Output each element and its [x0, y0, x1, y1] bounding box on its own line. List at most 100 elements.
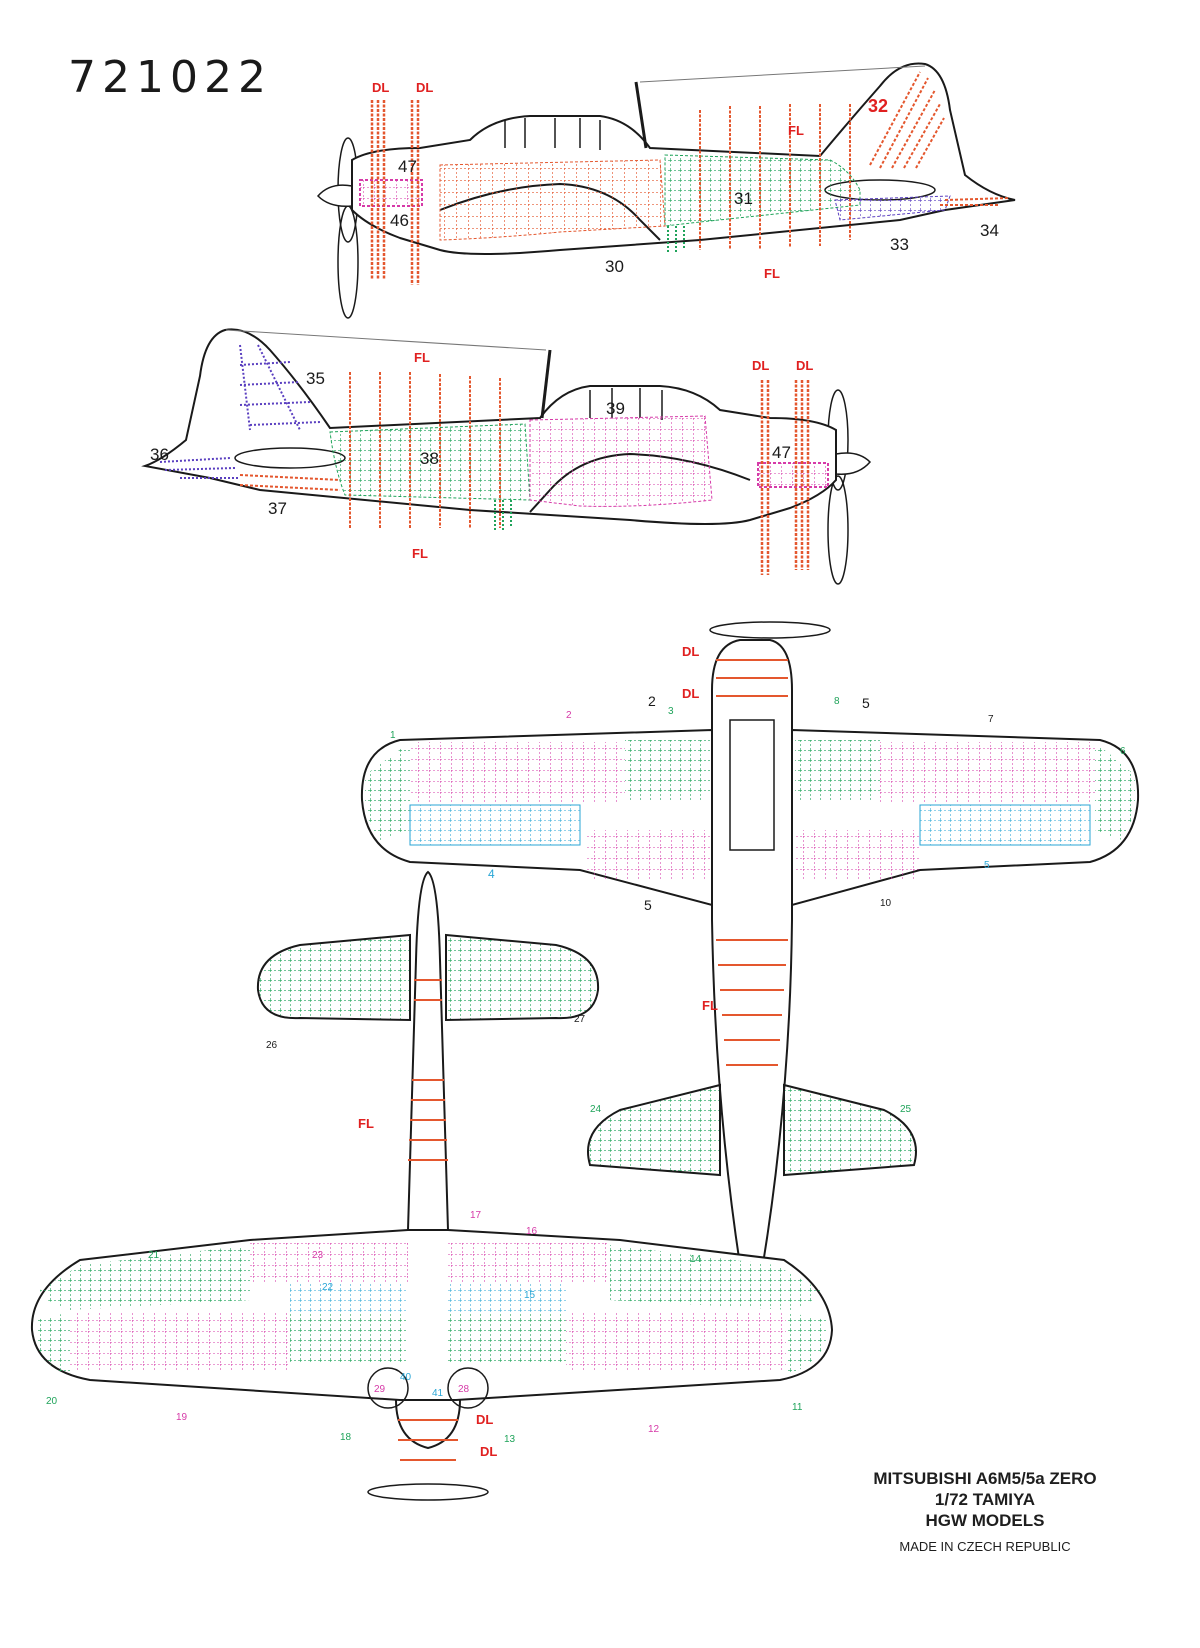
part-number: 27 [574, 1014, 586, 1025]
green-stripes-left [667, 226, 685, 252]
antenna-mast [540, 349, 552, 419]
fuselage-top [711, 639, 793, 1272]
label-dl: DL [796, 358, 813, 373]
part-number: 5 [644, 897, 652, 913]
part-number: 39 [606, 399, 625, 418]
mask-area-3 [625, 740, 710, 800]
part-number: 47 [398, 157, 417, 176]
mask-area-19 [70, 1312, 290, 1372]
mask-area-22 [290, 1284, 408, 1312]
spinner [316, 184, 353, 208]
mask-area-31 [664, 154, 861, 227]
part-number: 30 [605, 257, 624, 276]
part-number: 38 [420, 449, 439, 468]
mask-area-15 [448, 1284, 566, 1312]
part-number: 46 [390, 211, 409, 230]
part-number: 34 [980, 221, 999, 240]
mask-area-30 [439, 159, 666, 241]
part-number: 18 [340, 1432, 352, 1443]
origin-note: MADE IN CZECH REPUBLIC [899, 1539, 1071, 1554]
part-number: 35 [306, 369, 325, 388]
mask-area-35 [239, 344, 321, 431]
part-number: 23 [312, 1250, 324, 1261]
mask-area-36 [159, 457, 240, 479]
mask-area-11 [786, 1312, 826, 1375]
label-dl: DL [752, 358, 769, 373]
mask-area-13 [448, 1312, 566, 1362]
propeller-blade-lower [827, 475, 849, 585]
tailplane-right-25 [783, 1083, 917, 1177]
part-number: 15 [524, 1290, 536, 1301]
part-number: 25 [900, 1104, 912, 1115]
part-number: 12 [648, 1424, 660, 1435]
part-number: 1 [390, 730, 396, 741]
antenna-mast [634, 81, 648, 149]
bottom-view: FL DL DL 11 12 13 14 15 16 17 18 19 20 2… [30, 870, 834, 1501]
part-number: 20 [46, 1396, 58, 1407]
propeller-disc [709, 621, 831, 639]
part-number: 3 [668, 706, 674, 717]
propeller-blade-lower [337, 205, 359, 319]
part-number: 47 [772, 443, 791, 462]
part-number: 2 [648, 693, 656, 709]
fl-stripes-right [349, 372, 501, 528]
part-number: 4 [488, 867, 495, 881]
part-number: 10 [880, 898, 892, 909]
tailplane-left-24 [587, 1083, 721, 1177]
dl-stripes-right [760, 380, 810, 575]
part-number: 28 [458, 1384, 470, 1395]
label-fl: FL [414, 350, 430, 365]
label-dl: DL [372, 80, 389, 95]
product-title: MITSUBISHI A6M5/5a ZERO [873, 1469, 1097, 1488]
mask-area-5 [585, 830, 710, 880]
label-dl: DL [476, 1412, 493, 1427]
part-number: 5 [984, 860, 990, 871]
part-number: 14 [690, 1254, 702, 1265]
dl-stripes-left [370, 100, 420, 285]
part-number: 5 [862, 695, 870, 711]
part-number: 21 [148, 1250, 160, 1261]
side-view-right: DL DL FL FL 35 36 37 38 39 47 [141, 328, 872, 585]
label-dl: DL [480, 1444, 497, 1459]
mask-area-23 [250, 1242, 408, 1282]
antenna-wire [639, 65, 926, 83]
part-number: 16 [526, 1226, 538, 1237]
mask-area-4 [409, 804, 581, 846]
label-fl: FL [788, 123, 804, 138]
label-dl: DL [682, 686, 699, 701]
mask-area-33 [834, 195, 951, 221]
label-dl: DL [682, 644, 699, 659]
part-number: 19 [176, 1412, 188, 1423]
part-number: 11 [792, 1402, 803, 1413]
cockpit-outline [729, 719, 775, 851]
antenna-wire [225, 329, 547, 351]
part-number: 6 [1120, 746, 1126, 757]
mask-area-37 [239, 474, 341, 491]
label-fl: FL [358, 1116, 374, 1131]
part-number: 26 [266, 1040, 278, 1051]
tailplane-right-27 [445, 933, 600, 1022]
mask-area-6 [1095, 742, 1135, 840]
part-number: 2 [566, 710, 572, 721]
product-info: MITSUBISHI A6M5/5a ZERO 1/72 TAMIYA HGW … [840, 1468, 1130, 1554]
label-fl: FL [412, 546, 428, 561]
mask-area-16 [448, 1242, 608, 1282]
mask-area-14 [610, 1245, 820, 1310]
mask-area-47 [757, 462, 829, 488]
canopy-frames [504, 118, 601, 150]
label-fl: FL [764, 266, 780, 281]
mask-area-20 [36, 1312, 70, 1375]
mask-area-18 [290, 1312, 408, 1362]
mask-area-9 [919, 804, 1091, 846]
side-view-left: DL DL FL FL 47 46 31 30 32 33 34 [316, 62, 1016, 319]
spinner [835, 452, 872, 475]
propeller-disc [367, 1483, 489, 1501]
tailplane-left-26 [256, 933, 411, 1022]
mask-area-12 [566, 1312, 786, 1372]
part-number: 36 [150, 445, 169, 464]
label-fl: FL [702, 998, 718, 1013]
label-dl: DL [416, 80, 433, 95]
product-code: 721022 [68, 52, 272, 103]
part-number: 13 [504, 1434, 516, 1445]
